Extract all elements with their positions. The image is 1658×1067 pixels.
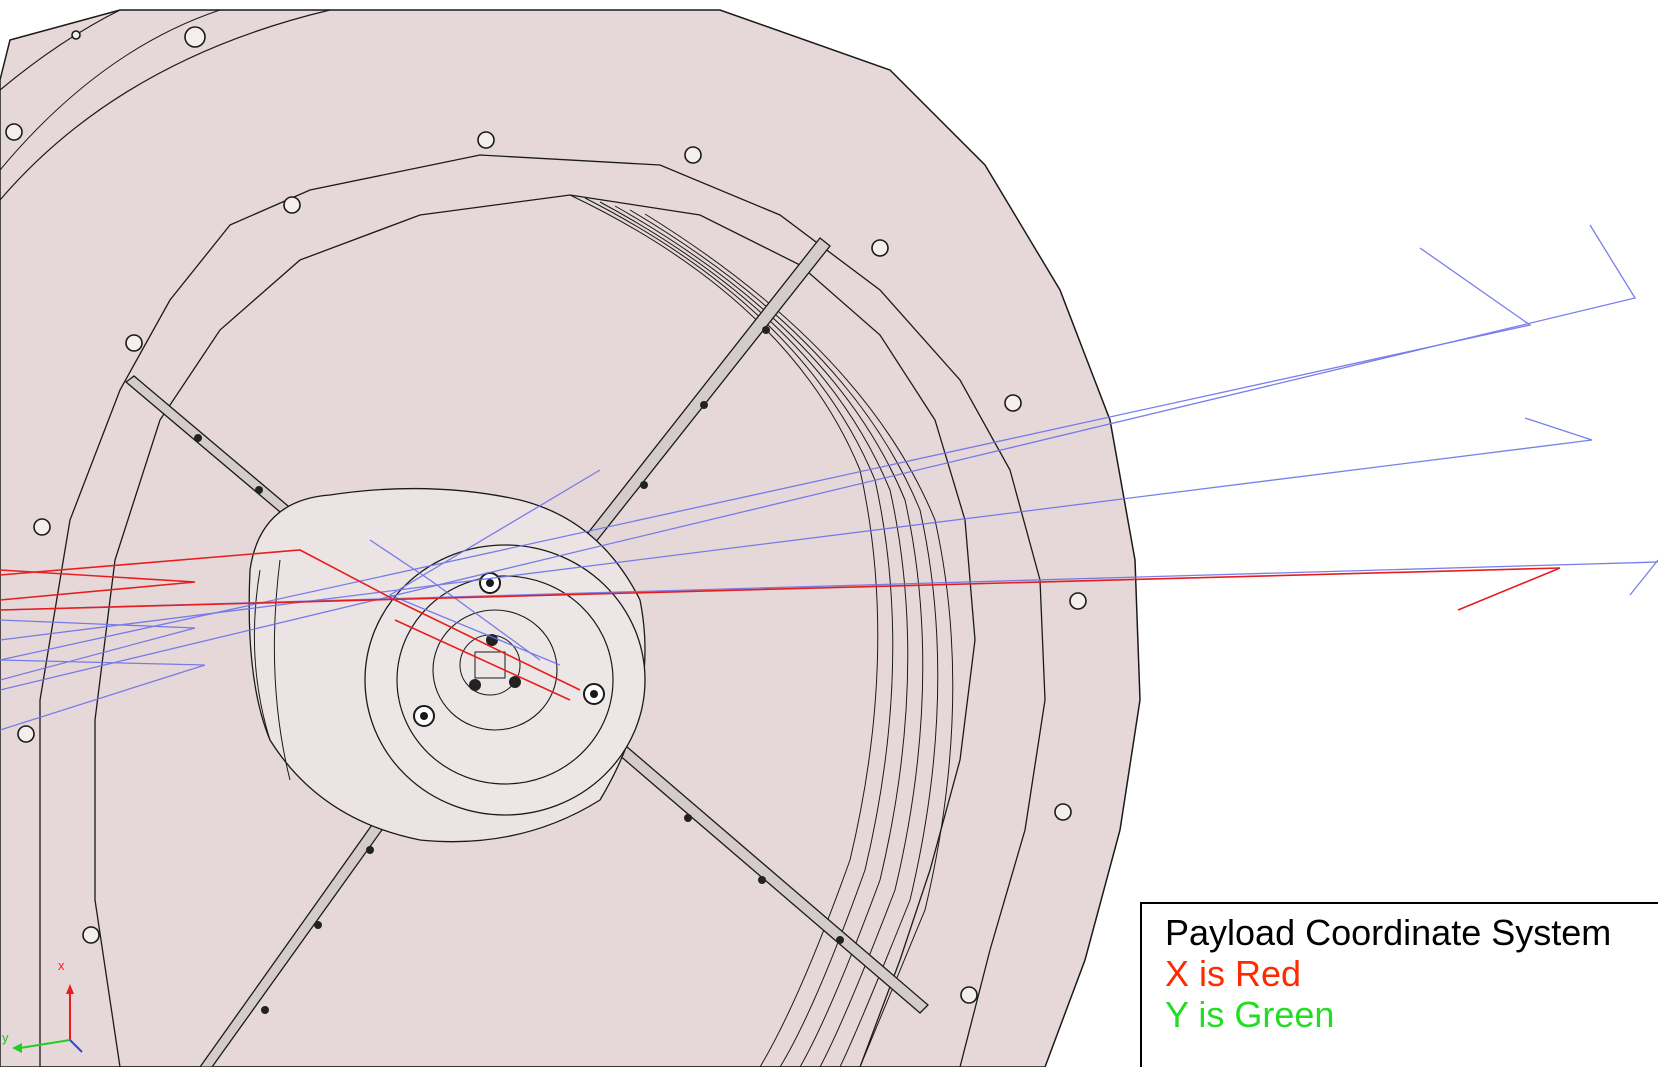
triad-y-label: y bbox=[2, 1030, 9, 1045]
legend-title: Payload Coordinate System bbox=[1165, 912, 1612, 953]
coordinate-triad-icon bbox=[12, 984, 83, 1053]
legend-x-line: X is Red bbox=[1165, 953, 1302, 994]
inner-aperture bbox=[94, 194, 976, 1067]
central-hub bbox=[248, 487, 646, 843]
x-axis-rays bbox=[0, 549, 1561, 701]
triad-x-label: x bbox=[58, 958, 65, 973]
perimeter-bolts bbox=[5, 26, 1087, 1004]
middle-ring bbox=[39, 154, 1046, 1067]
coordinate-legend: Payload Coordinate System X is Red Y is … bbox=[1140, 902, 1658, 1067]
legend-y-line: Y is Green bbox=[1165, 994, 1335, 1035]
